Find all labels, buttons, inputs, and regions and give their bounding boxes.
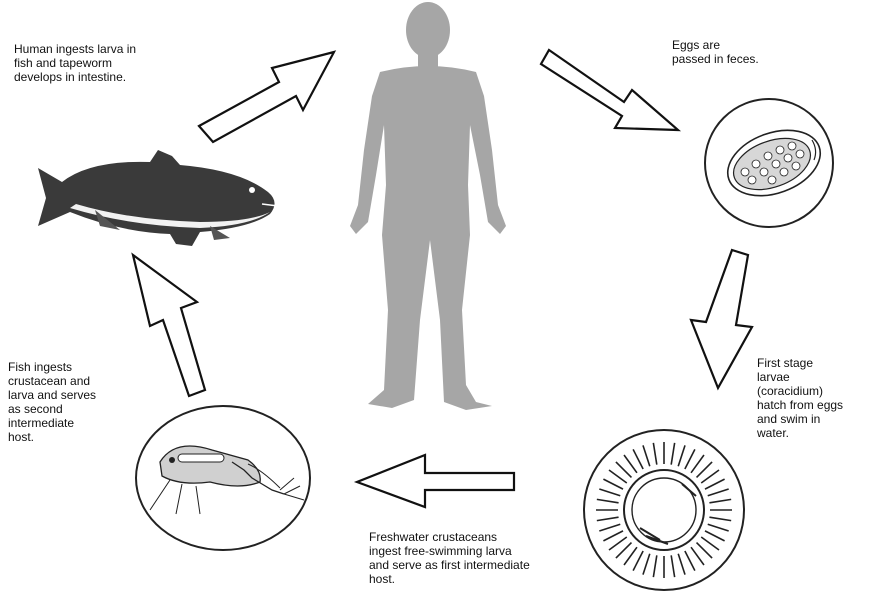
caption-line: Fish ingests — [8, 360, 96, 374]
caption-first-stage: First stage larvae (coracidium) hatch fr… — [757, 356, 843, 440]
caption-line: passed in feces. — [672, 52, 759, 66]
caption-line: host. — [8, 430, 96, 444]
caption-line: host. — [369, 572, 530, 586]
caption-line: Human ingests larva in — [14, 42, 136, 56]
caption-line: First stage — [757, 356, 843, 370]
caption-line: develops in intestine. — [14, 70, 136, 84]
caption-human-ingests: Human ingests larva in fish and tapeworm… — [14, 42, 136, 84]
caption-line: larvae — [757, 370, 843, 384]
caption-line: hatch from eggs — [757, 398, 843, 412]
caption-line: (coracidium) — [757, 384, 843, 398]
egg-icon — [705, 99, 833, 227]
caption-line: Freshwater crustaceans — [369, 530, 530, 544]
caption-line: water. — [757, 426, 843, 440]
caption-line: as second — [8, 402, 96, 416]
coracidium-larva-icon — [584, 430, 744, 590]
caption-fish-ingests: Fish ingests crustacean and larva and se… — [8, 360, 96, 444]
arrow-crustacean-to-fish — [133, 255, 205, 396]
arrow-human-to-egg — [541, 50, 678, 130]
arrow-fish-to-human — [199, 52, 334, 142]
caption-eggs-passed: Eggs are passed in feces. — [672, 38, 759, 66]
caption-crustaceans: Freshwater crustaceans ingest free-swimm… — [369, 530, 530, 586]
human-figure-icon — [350, 2, 506, 410]
caption-line: and swim in — [757, 412, 843, 426]
caption-line: fish and tapeworm — [14, 56, 136, 70]
arrow-larva-to-crustacean — [357, 455, 514, 507]
caption-line: Eggs are — [672, 38, 759, 52]
caption-line: ingest free-swimming larva — [369, 544, 530, 558]
caption-line: intermediate — [8, 416, 96, 430]
arrow-egg-to-larva — [691, 250, 752, 388]
caption-line: and serve as first intermediate — [369, 558, 530, 572]
caption-line: crustacean and — [8, 374, 96, 388]
copepod-crustacean-icon — [136, 406, 310, 550]
fish-icon — [38, 150, 278, 246]
caption-line: larva and serves — [8, 388, 96, 402]
